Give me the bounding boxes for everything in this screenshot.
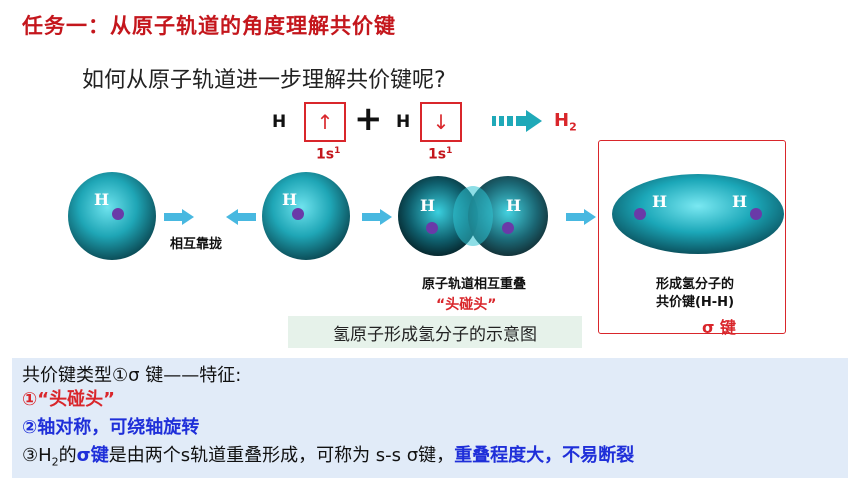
question-text: 如何从原子轨道进一步理解共价键呢? [82,68,446,93]
hydrogen-molecule [612,174,784,254]
orbital-label-right: 1s1 [428,146,453,163]
up-arrow-icon: ↑ [316,110,334,134]
right-arrow-icon [362,209,392,225]
approach-arrows-icon [164,209,256,225]
sigma-bond-label: σ 键 [702,318,737,337]
panel-line-2: ①“头碰头” [22,389,115,410]
spin-box-up: ↑ [304,102,346,142]
head-to-head-label: “头碰头” [436,297,497,313]
plus-sign: + [354,99,383,139]
panel-line-3: ②轴对称，可绕轴旋转 [22,417,200,438]
approach-label: 相互靠拢 [170,237,223,252]
h-atom-label-right: H [396,112,411,132]
reaction-arrow-icon [492,110,542,132]
overlap-label: 原子轨道相互重叠 [421,277,526,292]
right-arrow-icon-2 [566,209,596,225]
atom-h-label-1: H [94,190,110,209]
panel-line-4: ③H2的σ键是由两个s轨道重叠形成，可称为 s-s σ键，重叠程度大，不易断裂 [22,445,635,469]
sigma-highlight-frame [598,140,786,334]
orbital-diagram [68,172,784,260]
panel-line-1: 共价键类型①σ 键——特征: [22,365,242,386]
hydrogen-atom-1 [68,172,156,260]
slide-title: 任务一：从原子轨道的角度理解共价键 [22,14,396,38]
down-arrow-icon: ↓ [432,110,450,134]
atom-h-label-3: H [420,196,436,215]
feature-panel [12,358,848,478]
molecule-label-2: 共价键(H-H) [655,295,735,310]
overlapping-orbitals [398,176,548,256]
orbital-label-left: 1s1 [316,146,341,163]
h-atom-label-left: H [272,112,287,132]
diagram-caption: 氢原子形成氢分子的示意图 [288,316,582,348]
atom-h-label-4: H [506,196,522,215]
molecule-label-1: 形成氢分子的 [655,277,734,292]
atom-h-label-6: H [732,192,748,211]
product-h2: H2 [554,110,577,134]
atom-h-label-5: H [652,192,668,211]
spin-box-down: ↓ [420,102,462,142]
atom-h-label-2: H [282,190,298,209]
hydrogen-atom-2 [262,172,350,260]
